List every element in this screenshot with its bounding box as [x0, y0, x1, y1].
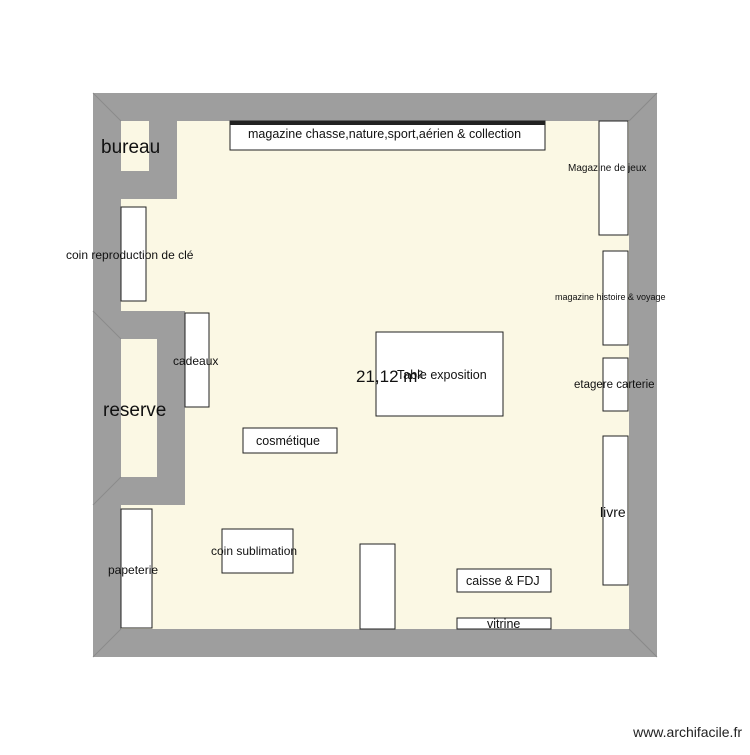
wall-joint	[92, 628, 122, 658]
vitrine-case	[456, 617, 552, 630]
papeterie-shelf	[120, 508, 153, 629]
magazine-histoire-shelf	[602, 250, 629, 346]
label-papeterie: papeterie	[108, 563, 159, 577]
room-label-reserve: reserve	[103, 400, 167, 421]
watermark: www.archifacile.fr	[633, 724, 742, 740]
magazine-jeux-shelf	[598, 120, 629, 236]
reserve-floor	[121, 339, 157, 477]
area-label: 21,12 m²	[356, 367, 424, 386]
label-caisse: caisse & FDJ	[466, 574, 540, 588]
table-exposition	[375, 331, 504, 417]
unlabeled-unit	[359, 543, 396, 630]
label-table-exposition: Table exposition	[397, 368, 487, 382]
label-cadeaux: cadeaux	[173, 354, 219, 368]
livre-shelf	[602, 435, 629, 586]
etagere-carterie-shelf	[602, 357, 629, 412]
wall-joint	[628, 628, 658, 658]
wall-joint	[92, 310, 122, 340]
bureau-floor	[121, 121, 149, 171]
label-coin-sublimation: coin sublimation	[211, 544, 298, 558]
room-label-bureau: bureau	[101, 137, 161, 158]
wall-joint	[92, 476, 122, 506]
cosmetique-table	[242, 427, 338, 454]
label-vitrine: vitrine	[487, 617, 521, 631]
cadeaux-shelf	[184, 312, 210, 408]
label-magazine-chasse: magazine chasse,nature,sport,aérien & co…	[248, 127, 522, 141]
label-cosmetique: cosmétique	[256, 434, 320, 448]
wall-joint	[628, 92, 658, 122]
label-magazine-histoire: magazine histoire & voyage	[555, 292, 666, 302]
magazine-chasse-shelf-edge	[230, 121, 545, 125]
label-coin-cle: coin reproduction de clé	[66, 248, 194, 262]
label-magazine-jeux: Magazine de jeux	[568, 163, 647, 174]
coin-cle-shelf	[120, 206, 147, 302]
coin-sublimation-table	[221, 528, 294, 574]
wall-joint	[92, 92, 122, 122]
caisse-counter	[456, 568, 552, 593]
label-etagere-carterie: etagere carterie	[574, 379, 655, 391]
magazine-chasse-shelf	[229, 120, 546, 151]
label-livre: livre	[600, 504, 626, 520]
